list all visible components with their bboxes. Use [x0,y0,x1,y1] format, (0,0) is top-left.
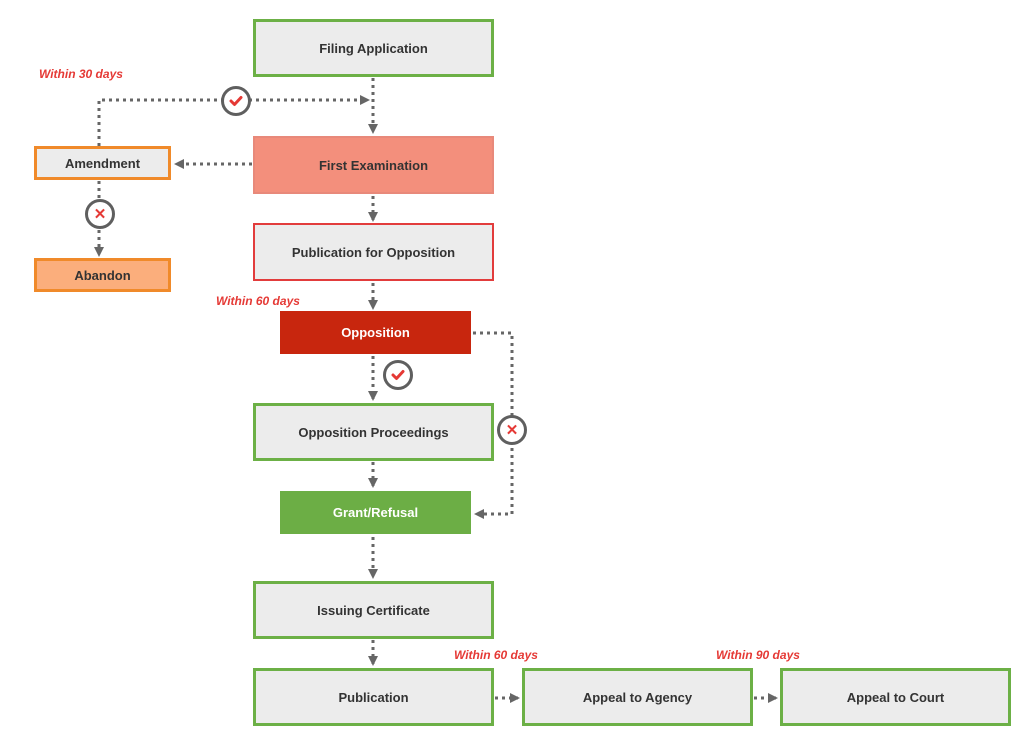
node-label: Issuing Certificate [317,602,430,618]
node-label: Appeal to Agency [582,689,693,705]
connector-opposition-to-grant [473,331,514,519]
node-label: Opposition Proceedings [298,424,449,440]
node-publication: Publication [253,668,494,726]
note-within-30-days: Within 30 days [39,67,123,81]
node-label: Publication for Opposition [291,244,456,260]
node-publication-for-opposition: Publication for Opposition [253,223,494,281]
x-circle-icon: ✕ [85,199,115,229]
node-label: Publication [338,689,409,705]
node-opposition-proceedings: Opposition Proceedings [253,403,494,461]
node-label: Abandon [74,267,131,283]
node-issuing-certificate: Issuing Certificate [253,581,494,639]
node-label: Opposition [341,325,410,340]
node-label: Filing Application [319,40,428,56]
note-within-60-days-appeal: Within 60 days [454,648,538,662]
check-circle-icon [383,360,413,390]
node-filing-application: Filing Application [253,19,494,77]
check-circle-icon [221,86,251,116]
x-circle-icon: ✕ [497,415,527,445]
note-within-90-days: Within 90 days [716,648,800,662]
node-first-examination: First Examination [253,136,494,194]
node-appeal-to-agency: Appeal to Agency [522,668,753,726]
node-abandon: Abandon [34,258,171,292]
node-grant-refusal: Grant/Refusal [280,491,471,534]
node-label: Grant/Refusal [332,505,419,520]
note-within-60-days-opposition: Within 60 days [216,294,300,308]
node-label: Amendment [64,155,141,171]
node-label: Appeal to Court [846,689,945,705]
node-label: First Examination [318,157,429,173]
node-appeal-to-court: Appeal to Court [780,668,1011,726]
connector-amendment-to-main [97,95,370,146]
node-amendment: Amendment [34,146,171,180]
node-opposition: Opposition [280,311,471,354]
